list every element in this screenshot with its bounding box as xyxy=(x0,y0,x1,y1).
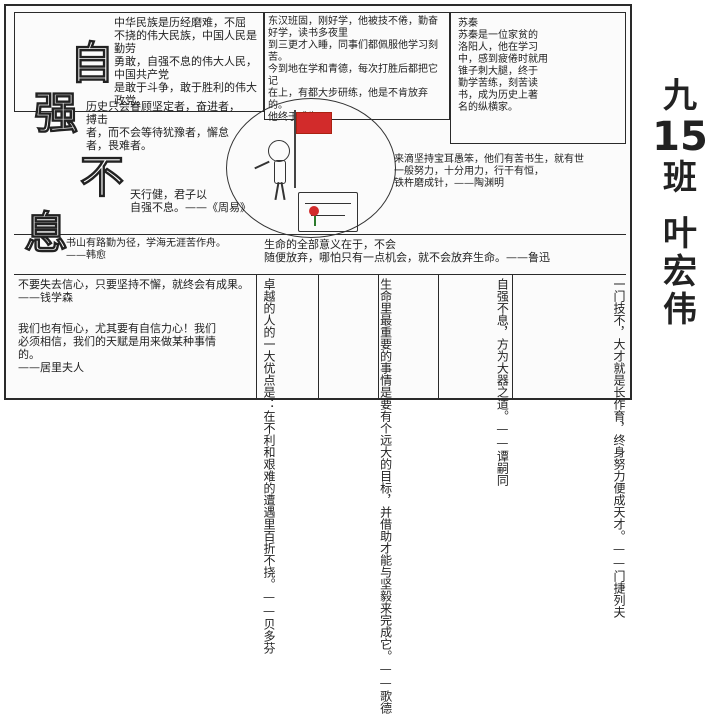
top-left-paragraph: 中华民族是历经磨难，不屈 不挠的伟大民族，中国人民是勤劳 勇敢，自强不息的伟大人… xyxy=(114,16,257,107)
divider-bottom-left xyxy=(256,274,257,400)
bottom-vertical-quotes: 卓越的人的一大优点是：在不利和艰难的遭遇里百折不挠。——贝多芬 生命里最重要的事… xyxy=(262,278,626,714)
title-char-4: 息 xyxy=(24,208,69,259)
top-right-box xyxy=(450,12,626,144)
class-char-1: 九 xyxy=(662,75,697,116)
divider-col-1 xyxy=(318,274,319,400)
name-char-3: 伟 xyxy=(663,289,697,330)
name-char-2: 宏 xyxy=(663,251,697,292)
divider-bottom xyxy=(14,274,626,275)
vertical-quote-1: 卓越的人的一大优点是：在不利和艰难的遭遇里百折不挠。——贝多芬 xyxy=(262,278,276,654)
author-sidebar: 九 15 班 叶 宏 伟 xyxy=(640,0,720,405)
handwritten-poster: 自 强 不 息 中华民族是历经磨难，不屈 不挠的伟大民族，中国人民是勤劳 勇敢，… xyxy=(4,4,632,714)
flower-stem xyxy=(314,216,316,226)
podium xyxy=(298,192,358,232)
top-right-paragraph: 苏秦 苏秦是一位家贫的 洛阳人，他在学习 中，感到疲倦时就用 锥子刺大腿，终于 … xyxy=(458,18,548,113)
vertical-quote-2: 生命里最重要的事情是要有个远大的目标，并借助才能与坚毅来完成它。——歌德 xyxy=(378,278,393,714)
class-label: 九 15 班 xyxy=(652,77,708,197)
red-flower-icon xyxy=(309,206,319,216)
vertical-quote-4: 一门技不，大才就是长作育，终身努力便成天才。——门捷列夫 xyxy=(611,278,626,618)
title-char-2: 强 xyxy=(34,88,79,139)
bottom-left-quote-1: 不要失去信心，只要坚持不懈，就终会有成果。 ——钱学森 xyxy=(18,278,249,304)
top-left-box xyxy=(14,12,264,112)
center-banner: 来滴坚持宝耳愚笨，他们有苦书生，就有世 一般努力，十分用力，行干有恒， 铁杵磨成… xyxy=(394,154,584,189)
name-char-1: 叶 xyxy=(663,213,697,254)
bottom-left-quote-2: 我们也有恒心，尤其要有自信力心！我们 必须相信，我们的天赋是用来做某种事情 的。… xyxy=(18,322,216,374)
center-illustration-frame xyxy=(226,98,396,238)
quote-shushan: 书山有路勤为径，学海无涯苦作舟。 ——韩愈 xyxy=(66,238,226,261)
student-name: 叶 宏 伟 xyxy=(663,215,697,329)
student-figure xyxy=(254,140,294,201)
flagpole xyxy=(294,110,296,188)
title-char-3: 不 xyxy=(80,152,125,203)
mid-left-paragraph: 历史只会眷顾坚定者，奋进者，搏击 者，而不会等待犹豫者，懈怠 者，畏难者。 xyxy=(86,100,240,152)
figure-leg-right xyxy=(280,181,286,201)
class-number: 15 xyxy=(652,113,708,160)
divider-col-3 xyxy=(438,274,439,400)
title-char-1: 自 xyxy=(70,38,115,89)
class-char-3: 班 xyxy=(662,157,697,198)
quote-tianxing: 天行健，君子以 自强不息。——《周易》 xyxy=(130,188,251,214)
divider-col-2 xyxy=(378,274,379,400)
vertical-quote-3: 自强不息，方为大器之道。——谭嗣同 xyxy=(495,278,510,486)
divider-col-4 xyxy=(512,274,513,400)
center-quote: 生命的全部意义在于，不会 随便放弃，哪怕只有一点机会，就不会放弃生命。——鲁迅 xyxy=(264,238,550,264)
figure-head xyxy=(268,140,290,162)
red-flag-icon xyxy=(296,112,332,134)
figure-body xyxy=(274,160,286,184)
